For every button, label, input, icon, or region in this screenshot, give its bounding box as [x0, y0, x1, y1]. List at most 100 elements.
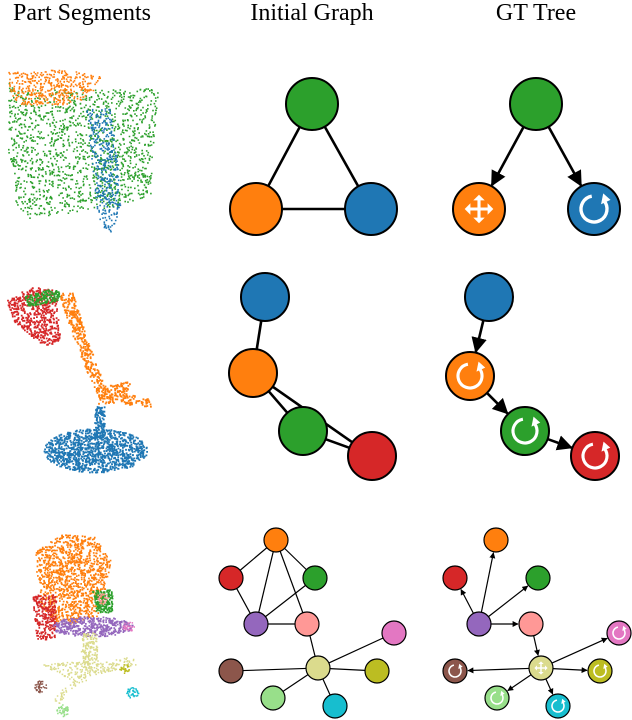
node-green: [509, 77, 563, 131]
node-red: [347, 431, 397, 481]
chair-column-segment: [80, 632, 99, 666]
tree-edge-khaki-cyan: [545, 678, 554, 695]
tree-edge-khaki-olive: [552, 667, 588, 674]
chair-wheel-cyan: [126, 687, 140, 699]
cabinet-point-cloud: [8, 69, 159, 233]
graph-edge-khaki-brown: [242, 667, 307, 672]
tree-edge-c-d: [547, 435, 573, 451]
row2-gt-tree: [445, 272, 620, 481]
tree-edge-purple-orange: [480, 552, 496, 613]
cabinet-drawer-segment: [8, 69, 101, 106]
chair-wheel-brown: [34, 680, 48, 694]
column-title-gt-tree: GT Tree: [496, 0, 576, 26]
graph-edge-a-c: [323, 126, 360, 187]
graph-edge-khaki-lightgreen: [282, 674, 309, 692]
graph-edge-orange-purple: [258, 551, 274, 613]
node-pink: [294, 611, 320, 637]
tree-edge-a-b: [490, 126, 525, 187]
chair-point-cloud: [32, 534, 140, 718]
node-brown: [218, 658, 244, 684]
cabinet-door-segment: [86, 108, 122, 233]
node-green: [525, 565, 551, 591]
node-green: [302, 565, 328, 591]
column-title-part-segments: Part Segments: [13, 0, 151, 26]
graph-edge-purple-green: [265, 584, 306, 618]
graph-edge-khaki-cyan: [322, 678, 331, 696]
revolute-joint-icon: [581, 441, 611, 470]
tree-edge-khaki-brown: [467, 667, 530, 674]
node-orange: [445, 351, 495, 401]
node-brown: [442, 658, 468, 684]
node-green: [285, 77, 339, 131]
node-purple: [466, 611, 492, 637]
row1-initial-graph: [229, 77, 398, 236]
node-khaki: [305, 655, 331, 681]
lamp-stem-segment: [94, 406, 106, 440]
node-green: [500, 406, 550, 456]
row2-initial-graph: [228, 272, 397, 481]
node-purple: [243, 611, 269, 637]
node-blue: [567, 182, 621, 236]
tree-edge-khaki-lightgreen: [507, 674, 532, 692]
tree-edge-a-c: [547, 126, 583, 187]
cabinet-body-segment: [8, 82, 159, 219]
revolute-joint-icon: [551, 698, 566, 713]
chair-wheel-olive: [119, 664, 130, 674]
tree-edge-khaki-magenta: [551, 637, 608, 664]
node-olive: [587, 658, 613, 684]
node-pink: [518, 611, 544, 637]
node-green: [278, 406, 328, 456]
lamp-shade-segment: [7, 287, 61, 346]
node-orange: [228, 348, 278, 398]
tree-edge-purple-red: [460, 588, 474, 614]
lamp-arm-segment: [60, 292, 112, 401]
chair-right-arm-segment: [92, 589, 114, 614]
node-orange: [263, 527, 289, 553]
lamp-joint-segment: [24, 289, 61, 307]
row3-gt-tree: [442, 527, 632, 719]
node-red: [218, 565, 244, 591]
node-blue: [344, 182, 398, 236]
column-title-initial-graph: Initial Graph: [250, 0, 373, 26]
node-orange: [229, 182, 283, 236]
tree-edge-purple-green: [488, 585, 529, 618]
node-cyan: [322, 693, 348, 719]
node-light-green: [260, 685, 286, 711]
chair-left-arm-segment: [32, 594, 58, 641]
lamp-base-segment: [43, 428, 148, 474]
graph-edge-pink-khaki: [309, 635, 316, 657]
graph-edge-khaki-olive: [329, 668, 366, 671]
chair-legs-segment: [43, 657, 137, 704]
graph-edge-a-b: [267, 126, 301, 187]
node-magenta: [381, 620, 407, 646]
revolute-joint-icon: [612, 625, 627, 640]
tree-edge-a-b: [471, 320, 487, 354]
graph-edge-c-d: [325, 437, 350, 450]
prismatic-joint-icon: [534, 661, 548, 675]
node-cyan: [545, 693, 571, 719]
graph-edge-b-c: [267, 390, 289, 414]
row3-initial-graph: [218, 527, 407, 719]
chair-wheel-lightgreen: [56, 704, 69, 718]
revolute-joint-icon: [593, 663, 608, 678]
row1-gt-tree: [452, 77, 621, 236]
node-olive: [364, 658, 390, 684]
tree-edge-b-c: [486, 392, 509, 415]
node-red: [570, 431, 620, 481]
chair-lever-magenta: [122, 621, 135, 632]
node-blue: [464, 272, 514, 322]
node-light-green: [484, 685, 510, 711]
revolute-joint-icon: [579, 193, 611, 224]
revolute-joint-icon: [456, 361, 486, 390]
revolute-joint-icon: [448, 663, 463, 678]
graph-edge-khaki-magenta: [328, 637, 384, 664]
lamp-elbow-segment: [98, 381, 152, 408]
node-orange: [483, 527, 509, 553]
graph-edge-orange-green: [284, 547, 307, 571]
prismatic-joint-icon: [464, 194, 494, 224]
graph-edge-red-purple: [236, 588, 251, 614]
tree-edge-pink-khaki: [533, 635, 540, 656]
node-magenta: [606, 620, 632, 646]
graph-edge-orange-pink: [279, 551, 304, 613]
